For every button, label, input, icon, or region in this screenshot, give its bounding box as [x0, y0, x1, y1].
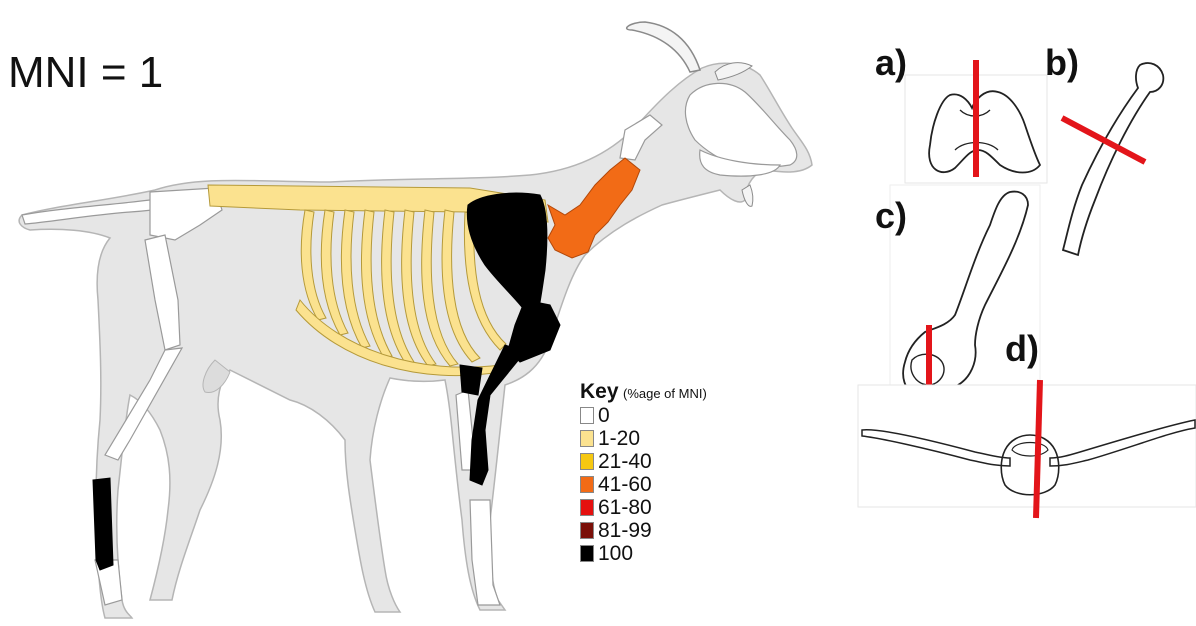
- cut-line-b: [1062, 118, 1145, 162]
- legend-swatch: [580, 476, 594, 493]
- panel-c-image: [890, 185, 1040, 415]
- legend-swatch: [580, 407, 594, 424]
- legend-swatch: [580, 499, 594, 516]
- legend-subtitle: (%age of MNI): [623, 386, 707, 401]
- legend-swatch: [580, 430, 594, 447]
- metatarsal-bone: [93, 478, 113, 570]
- goat-horn: [627, 22, 700, 72]
- legend-entry: 0: [580, 404, 707, 427]
- mni-label: MNI = 1: [8, 48, 163, 98]
- legend-label: 21-40: [598, 450, 652, 473]
- rib-outline: [1063, 63, 1163, 255]
- legend-label: 41-60: [598, 473, 652, 496]
- panel-a-label: a): [875, 42, 907, 84]
- panel-a-image: [905, 60, 1047, 183]
- legend-label: 81-99: [598, 519, 652, 542]
- legend-entry: 41-60: [580, 473, 707, 496]
- legend-title-row: Key (%age of MNI): [580, 380, 707, 404]
- legend-swatch: [580, 545, 594, 562]
- legend-entry: 61-80: [580, 496, 707, 519]
- legend-swatch: [580, 522, 594, 539]
- legend-entry: 21-40: [580, 450, 707, 473]
- legend-swatch: [580, 453, 594, 470]
- legend-entry: 100: [580, 542, 707, 565]
- legend-label: 100: [598, 542, 633, 565]
- panel-c-label: c): [875, 195, 907, 237]
- legend-entry: 1-20: [580, 427, 707, 450]
- panel-b-image: [1062, 63, 1163, 255]
- legend-label: 1-20: [598, 427, 640, 450]
- panel-d-frame: [858, 385, 1196, 507]
- legend-label: 61-80: [598, 496, 652, 519]
- cut-line-d: [1036, 380, 1040, 518]
- carpal-bone: [460, 365, 482, 395]
- legend-entry: 81-99: [580, 519, 707, 542]
- panel-d-image: [858, 380, 1196, 518]
- panel-b-label: b): [1045, 42, 1079, 84]
- legend-title: Key: [580, 380, 619, 403]
- legend-label: 0: [598, 404, 610, 427]
- panel-d-label: d): [1005, 328, 1039, 370]
